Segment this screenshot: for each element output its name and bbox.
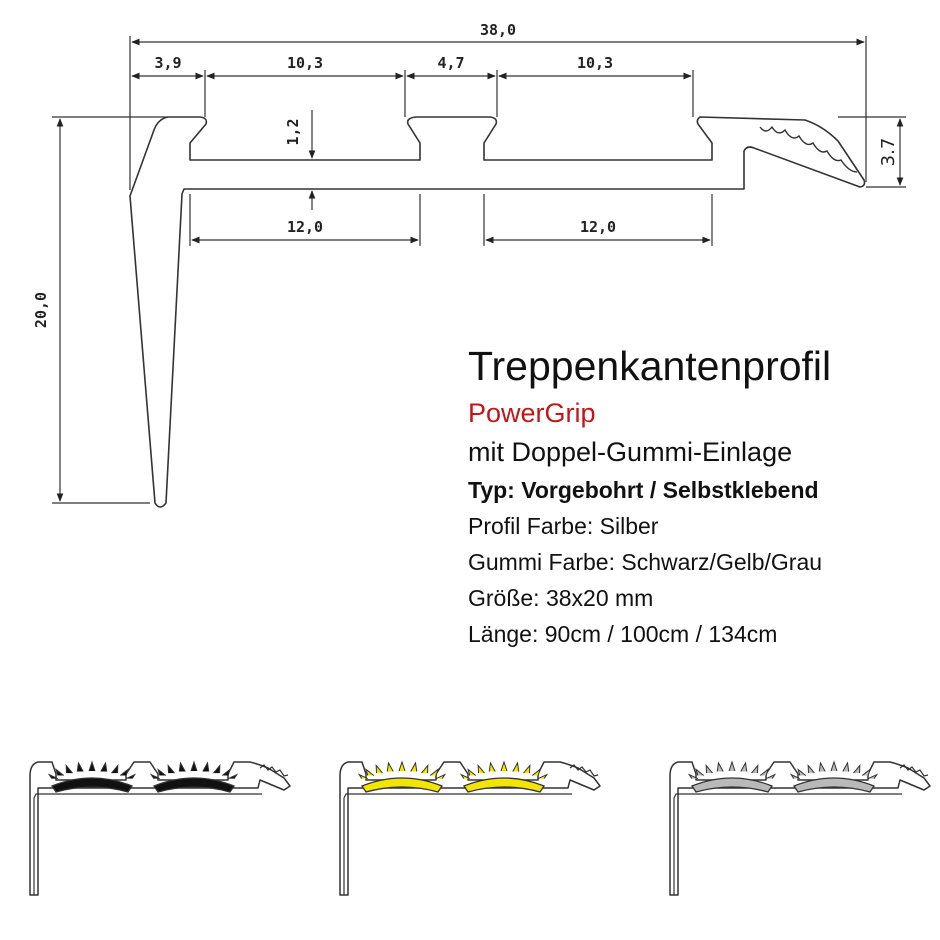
product-info: Treppenkantenprofil PowerGrip mit Doppel… [468,338,933,652]
dim-segment-2: 10,3 [287,54,323,72]
variant-gelb [339,760,601,896]
variant-nose-ribs [259,764,289,777]
variant-profile [339,761,601,896]
variant-grau [669,760,931,896]
insert-teeth [47,760,137,780]
nose-ribs [759,125,858,173]
brand-name: PowerGrip [468,398,596,428]
product-subtitle: mit Doppel-Gummi-Einlage [468,437,793,467]
rubber-insert [463,777,545,793]
dim-total-width: 38,0 [480,21,516,39]
variant-profile [669,761,931,896]
dim-segment-4: 10,3 [577,54,613,72]
rubber-insert [51,777,133,793]
rubber-insert [691,777,773,793]
dim-segment-3: 4,7 [437,54,464,72]
dim-segment-1: 3,9 [154,54,181,72]
insert-teeth [687,760,777,780]
dim-height: 20,0 [32,292,50,328]
insert-teeth [357,760,447,780]
insert-teeth [149,760,239,780]
rubber-color: Gummi Farbe: Schwarz/Gelb/Grau [468,549,823,575]
dimension-lines [52,36,906,504]
rubber-insert [153,777,235,793]
variant-nose-ribs [899,764,929,777]
variant-nose-ribs [569,764,599,777]
type-line: Typ: Vorgebohrt / Selbstklebend [468,477,819,503]
variant-inner-line [33,793,262,895]
insert-teeth [459,760,549,780]
variant-profile [29,761,291,896]
variant-inner-line [673,793,902,895]
insert-teeth [789,760,879,780]
rubber-insert [793,777,875,793]
variant-inner-line [343,793,572,895]
dim-channel-width-1: 12,0 [287,218,323,236]
rubber-insert [361,777,443,793]
color-variants [29,760,931,896]
length-line: Länge: 90cm / 100cm / 134cm [468,621,778,647]
variant-schwarz [29,760,291,896]
dim-nose-height: 3.7 [878,138,899,167]
profile-color: Profil Farbe: Silber [468,513,659,539]
dim-channel-depth: 1,2 [284,118,302,145]
size-line: Größe: 38x20 mm [468,585,654,611]
product-title: Treppenkantenprofil [468,343,832,389]
profile-outline [129,116,866,508]
dim-channel-width-2: 12,0 [580,218,616,236]
